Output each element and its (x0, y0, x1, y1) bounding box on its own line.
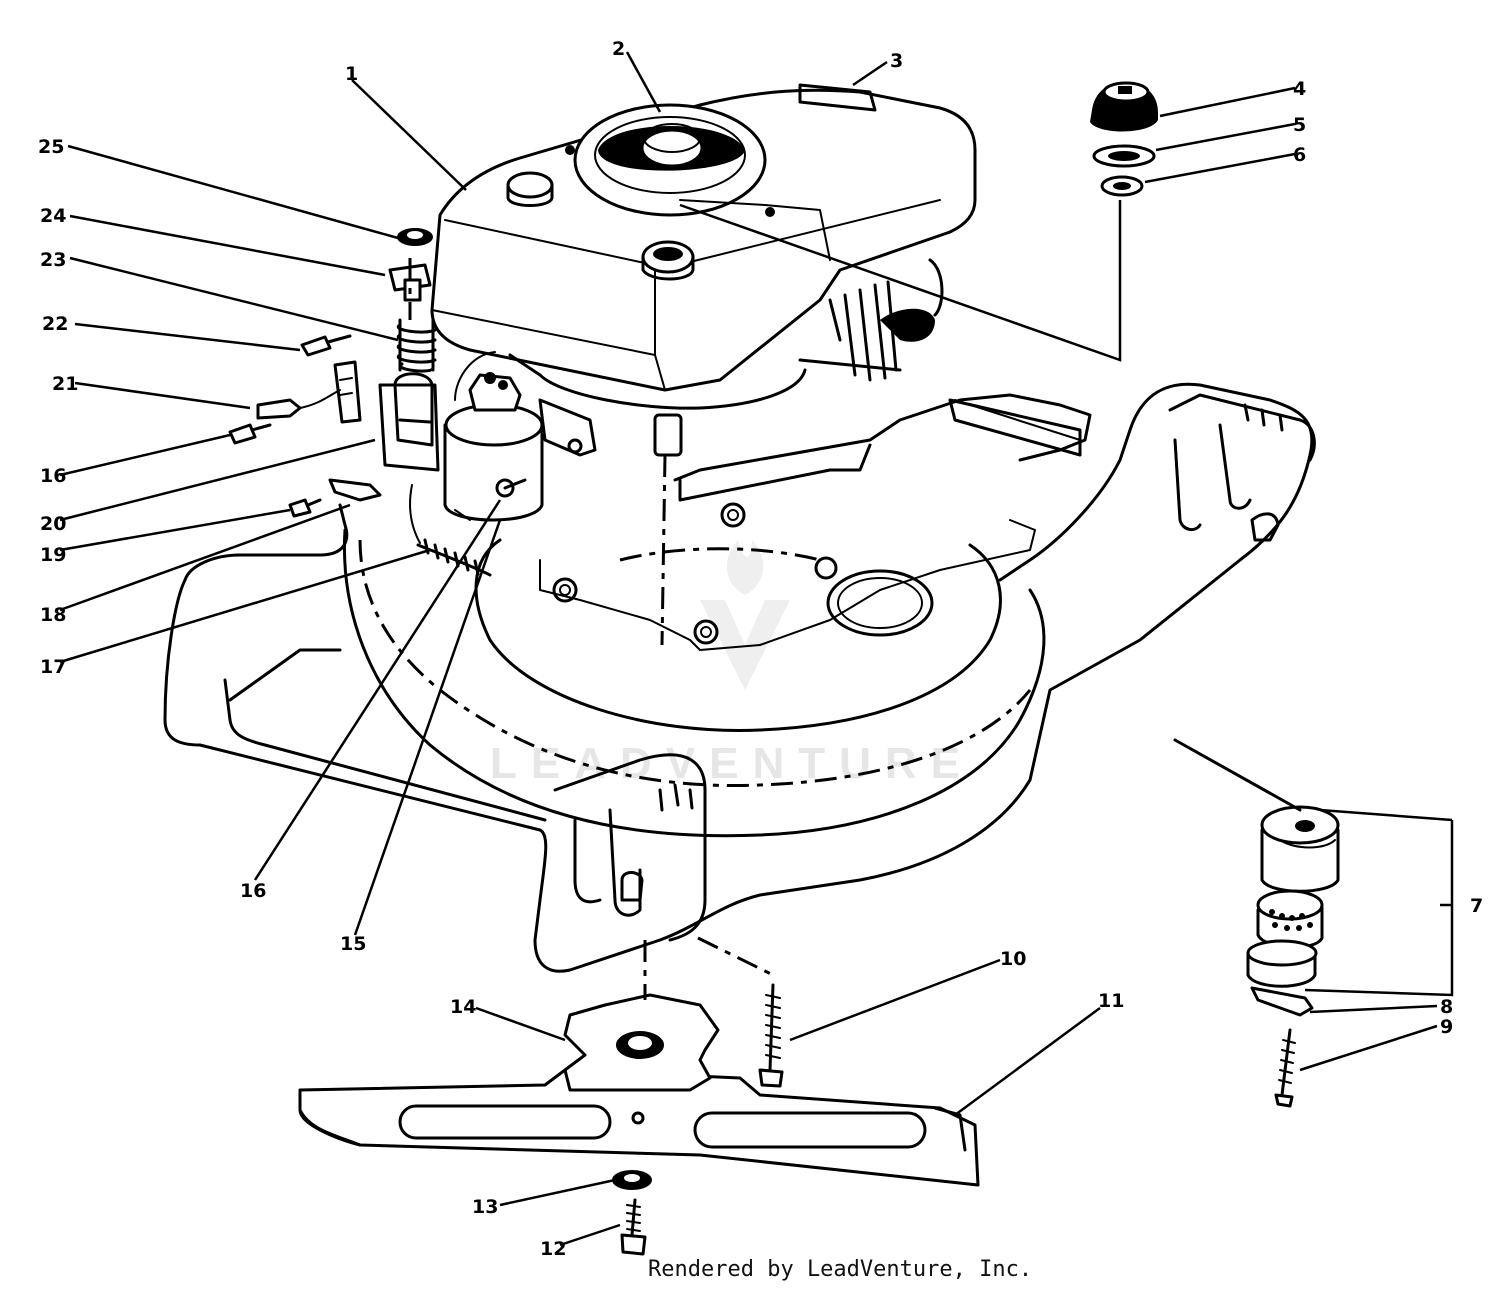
air-cleaner (1173, 738, 1340, 1108)
callout-21: 21 (52, 373, 78, 395)
cylinder-fins (798, 280, 902, 382)
callout-17: 17 (40, 656, 66, 678)
render-credit: Rendered by LeadVenture, Inc. (648, 1257, 1032, 1282)
callout-14: 14 (450, 996, 476, 1018)
watermark-text: LEADVENTURE (490, 739, 974, 788)
callout-4: 4 (1293, 78, 1306, 100)
callout-5: 5 (1293, 114, 1306, 136)
callout-15: 15 (340, 933, 366, 955)
callout-23: 23 (40, 249, 66, 271)
callout-19: 19 (40, 544, 66, 566)
callout-7: 7 (1470, 895, 1483, 917)
engine-assembly (430, 83, 977, 457)
muffler-parts (1090, 81, 1158, 197)
callout-9: 9 (1440, 1016, 1453, 1038)
callout-3: 3 (890, 50, 903, 72)
callout-10: 10 (1000, 948, 1026, 970)
blade-assembly (298, 936, 980, 1256)
callout-8: 8 (1440, 996, 1453, 1018)
starter-assembly (228, 228, 667, 646)
callout-22: 22 (42, 313, 68, 335)
callout-25: 25 (38, 136, 64, 158)
callout-1: 1 (345, 63, 358, 85)
callout-labels: 1 2 3 4 5 6 7 8 9 10 11 12 13 14 15 16 1… (38, 38, 1483, 1260)
callout-6: 6 (1293, 144, 1306, 166)
deck-housing (163, 382, 1316, 973)
callout-12: 12 (540, 1238, 566, 1260)
callout-16-lower: 16 (240, 880, 266, 902)
callout-13: 13 (472, 1196, 498, 1218)
callout-20: 20 (40, 513, 66, 535)
leadventure-logo-watermark (700, 540, 790, 690)
leader-lines (59, 51, 1454, 1247)
callout-11: 11 (1098, 990, 1124, 1012)
callout-16-upper: 16 (40, 465, 66, 487)
spring (396, 318, 437, 373)
filter-element (1269, 909, 1313, 931)
callout-2: 2 (612, 38, 625, 60)
callout-24: 24 (40, 205, 66, 227)
callout-18: 18 (40, 604, 66, 626)
